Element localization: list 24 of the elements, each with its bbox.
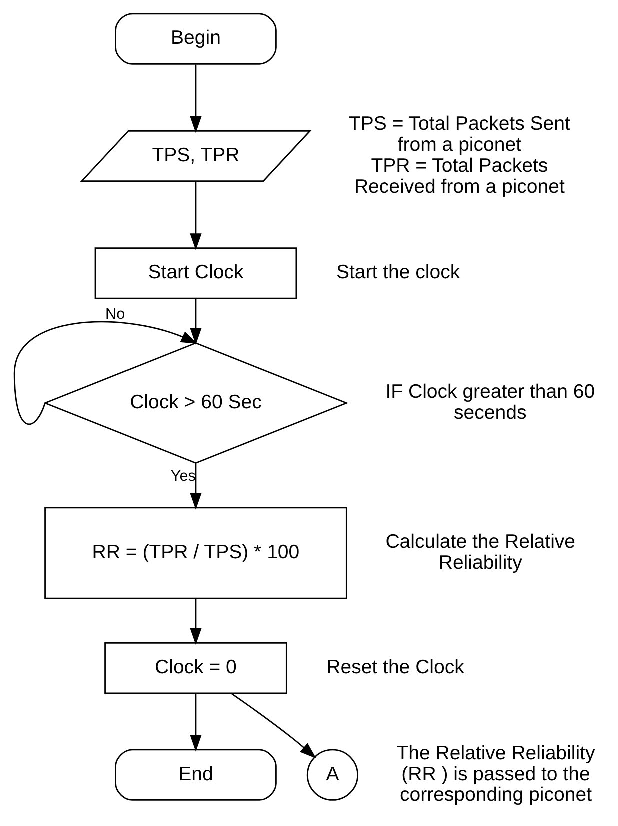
node-label: The Relative Reliability (RR ) is passed to the corresponding piconet	[396, 742, 596, 806]
arrow	[190, 298, 202, 345]
node-diamond: Clock > 60 Sec	[43, 342, 349, 464]
node-box: End	[115, 749, 277, 801]
arrow	[230, 693, 317, 759]
node-label: IF Clock greater than 60 secends	[386, 380, 596, 424]
edge-label: Yes	[170, 468, 196, 485]
node-label: Calculate the Relative Reliability	[386, 530, 576, 574]
node-circle: A	[306, 749, 359, 801]
arrow	[190, 694, 202, 752]
node-box: Clock = 0	[104, 642, 288, 694]
arrow	[14, 322, 198, 425]
node-label: TPR = Total Packets Received from a piconet	[354, 154, 565, 198]
node-label: TPS = Total Packets Sent from a piconet	[348, 113, 570, 156]
arrow	[190, 599, 202, 646]
node-box: RR = (TPR / TPS) * 100	[44, 507, 348, 600]
node-label: Reset the Clock	[326, 656, 464, 679]
arrow	[190, 464, 202, 510]
node-box: Start Clock	[94, 248, 298, 300]
node-label: Start the clock	[336, 262, 460, 284]
node-box: Begin	[115, 13, 277, 65]
edge-label: No	[106, 306, 126, 323]
arrow	[190, 182, 202, 250]
arrow	[190, 64, 202, 134]
